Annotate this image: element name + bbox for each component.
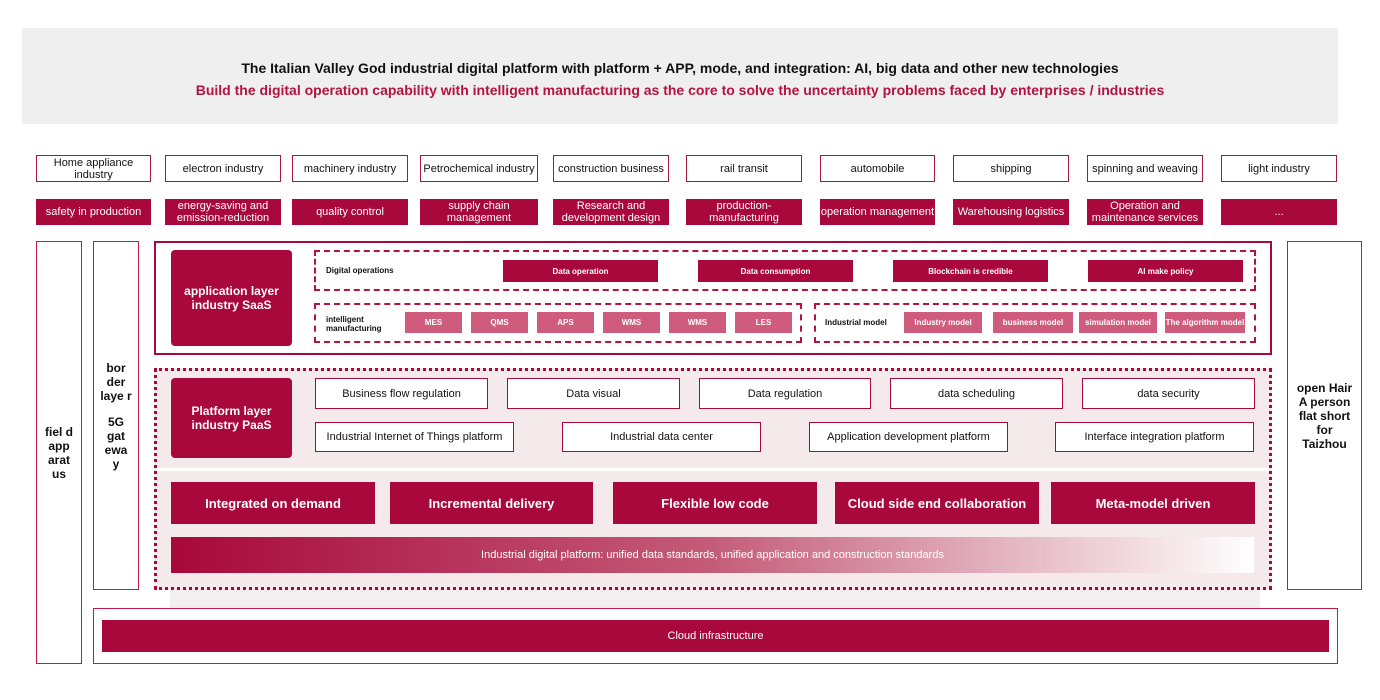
application-layer-label: application layer industry SaaS xyxy=(171,250,292,346)
data-operation-button[interactable]: Data operation xyxy=(503,260,658,282)
scenario-warehousing[interactable]: Warehousing logistics xyxy=(953,199,1069,225)
industry-electron[interactable]: electron industry xyxy=(165,155,281,182)
industry-petrochemical[interactable]: Petrochemical industry xyxy=(420,155,538,182)
gateway-5g-label: 5G gat ewa y xyxy=(104,414,128,471)
industry-automobile[interactable]: automobile xyxy=(820,155,935,182)
industry-machinery[interactable]: machinery industry xyxy=(292,155,408,182)
industry-shipping[interactable]: shipping xyxy=(953,155,1069,182)
scenario-operation[interactable]: operation management xyxy=(820,199,935,225)
industrial-data-center[interactable]: Industrial data center xyxy=(562,422,761,452)
aps-button[interactable]: APS xyxy=(537,312,594,333)
intelligent-manufacturing-title: intelligent manufacturing xyxy=(326,315,382,333)
wms-button[interactable]: WMS xyxy=(603,312,660,333)
app-development-platform[interactable]: Application development platform xyxy=(809,422,1008,452)
iot-platform[interactable]: Industrial Internet of Things platform xyxy=(315,422,514,452)
scenario-supply-chain[interactable]: supply chain management xyxy=(420,199,538,225)
blockchain-button[interactable]: Blockchain is credible xyxy=(893,260,1048,282)
industry-light[interactable]: light industry xyxy=(1221,155,1337,182)
data-regulation[interactable]: Data regulation xyxy=(699,378,871,409)
industry-model-button[interactable]: Industry model xyxy=(904,312,982,333)
industry-construction[interactable]: construction business xyxy=(553,155,669,182)
industrial-model-title: Industrial model xyxy=(825,318,887,327)
scenario-production[interactable]: production-manufacturing xyxy=(686,199,802,225)
industry-rail-transit[interactable]: rail transit xyxy=(686,155,802,182)
scenario-rnd[interactable]: Research and development design xyxy=(553,199,669,225)
banner-subtitle: Build the digital operation capability w… xyxy=(195,82,1165,98)
open-platform-column: open Hair A person flat short for Taizho… xyxy=(1287,241,1362,590)
border-layer-column: bor der laye r 5G gat ewa y xyxy=(93,241,139,590)
banner-title: The Italian Valley God industrial digita… xyxy=(241,60,1119,76)
field-apparatus-column: fiel d app arat us xyxy=(36,241,82,664)
scenario-quality[interactable]: quality control xyxy=(292,199,408,225)
border-layer-label: bor der laye r xyxy=(100,360,132,403)
feature-flexible-low-code[interactable]: Flexible low code xyxy=(613,482,817,524)
ai-policy-button[interactable]: AI make policy xyxy=(1088,260,1243,282)
cloud-infrastructure-bar: Cloud infrastructure xyxy=(102,620,1329,652)
qms-button[interactable]: QMS xyxy=(471,312,528,333)
feature-meta-model-driven[interactable]: Meta-model driven xyxy=(1051,482,1255,524)
open-platform-label: open Hair A person flat short for Taizho… xyxy=(1296,380,1353,451)
industry-spinning[interactable]: spinning and weaving xyxy=(1087,155,1203,182)
business-flow-regulation[interactable]: Business flow regulation xyxy=(315,378,488,409)
layer-connector xyxy=(170,590,1260,608)
mes-button[interactable]: MES xyxy=(405,312,462,333)
data-consumption-button[interactable]: Data consumption xyxy=(698,260,853,282)
industrial-digital-platform-bar: Industrial digital platform: unified dat… xyxy=(171,537,1254,573)
feature-integrated-on-demand[interactable]: Integrated on demand xyxy=(171,482,375,524)
scenario-safety[interactable]: safety in production xyxy=(36,199,151,225)
data-security[interactable]: data security xyxy=(1082,378,1255,409)
simulation-model-button[interactable]: simulation model xyxy=(1079,312,1157,333)
feature-cloud-side-end[interactable]: Cloud side end collaboration xyxy=(835,482,1039,524)
paas-divider xyxy=(157,468,1269,471)
scenario-maintenance[interactable]: Operation and maintenance services xyxy=(1087,199,1203,225)
industry-home-appliance[interactable]: Home appliance industry xyxy=(36,155,151,182)
les-button[interactable]: LES xyxy=(735,312,792,333)
platform-layer-label: Platform layer industry PaaS xyxy=(171,378,292,458)
algorithm-model-button[interactable]: The algorithm model xyxy=(1165,312,1245,333)
digital-operations-title: Digital operations xyxy=(326,266,394,275)
data-scheduling[interactable]: data scheduling xyxy=(890,378,1063,409)
scenario-energy[interactable]: energy-saving and emission-reduction xyxy=(165,199,281,225)
feature-incremental-delivery[interactable]: Incremental delivery xyxy=(390,482,593,524)
business-model-button[interactable]: business model xyxy=(993,312,1073,333)
interface-integration-platform[interactable]: Interface integration platform xyxy=(1055,422,1254,452)
wms-button-2[interactable]: WMS xyxy=(669,312,726,333)
data-visual[interactable]: Data visual xyxy=(507,378,680,409)
header-banner: The Italian Valley God industrial digita… xyxy=(22,28,1338,124)
field-apparatus-label: fiel d app arat us xyxy=(44,424,73,481)
scenario-more[interactable]: ... xyxy=(1221,199,1337,225)
